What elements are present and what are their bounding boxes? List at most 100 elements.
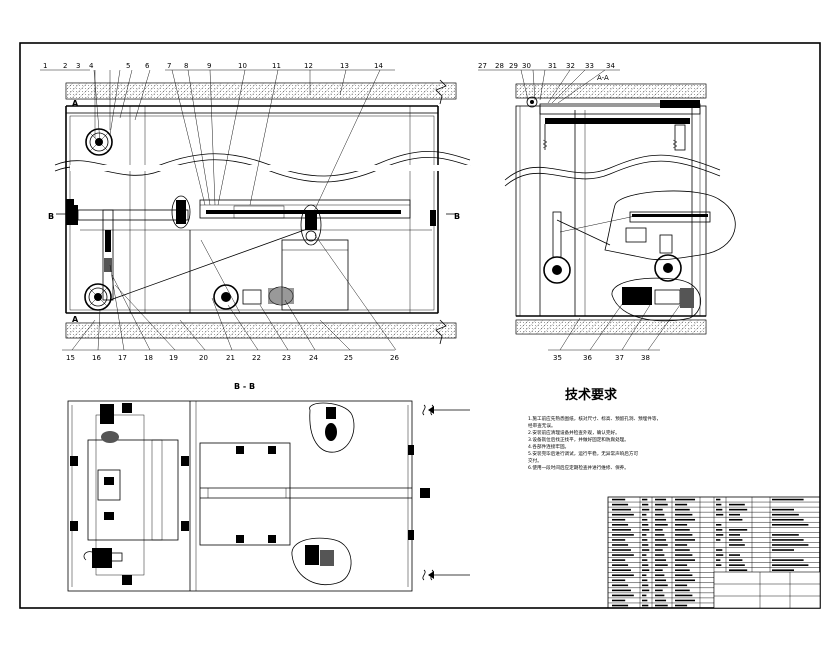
callout-15: 15 (66, 354, 75, 362)
title-block-cell-mark (675, 599, 696, 602)
title-block-cell-mark (729, 564, 745, 566)
title-block-cell-mark (772, 544, 809, 546)
title-block-cell-mark (655, 554, 665, 556)
side-b-left: B (48, 212, 54, 221)
title-block-cell-mark (729, 559, 743, 561)
callout-25: 25 (344, 354, 353, 362)
title-block-cell-mark (642, 539, 648, 541)
callout-16: 16 (92, 354, 101, 362)
title-block-cell-mark (655, 594, 665, 597)
title-block-cell-mark (612, 594, 634, 597)
title-block-cell-mark (655, 508, 663, 511)
title-block-cell-mark (655, 569, 663, 572)
callout-33: 33 (585, 62, 594, 70)
title-block-cell-mark (655, 549, 663, 551)
sheet-border (19, 42, 821, 609)
plan-view: B - B (67, 382, 470, 592)
title-block-cell-mark (655, 544, 668, 546)
title-block-cell-mark (642, 574, 647, 577)
title-block-cell-mark (612, 539, 626, 541)
title-block-cell-mark (675, 549, 690, 551)
callout-19: 19 (169, 354, 178, 362)
title-block-cell-mark (655, 589, 663, 592)
section-a-bottom: A (72, 315, 79, 324)
side-b-right: B (454, 212, 460, 221)
title-block-cell-mark (675, 594, 693, 597)
title-block-cell-mark (612, 529, 631, 531)
callout-32: 32 (566, 62, 575, 70)
title-block-cell-mark (612, 518, 626, 521)
title-block-cell-mark (675, 529, 690, 531)
title-block-cell-mark (655, 584, 668, 587)
title-block-cell-mark (642, 604, 649, 607)
title-block-cell-mark (716, 549, 723, 551)
title-block-cell-mark (772, 564, 809, 566)
title-block-cell-mark (612, 574, 634, 577)
title-block-cell-mark (642, 559, 648, 561)
title-block-cell-mark (729, 544, 745, 546)
title-block-cell-mark (612, 564, 629, 566)
title-block-cell-mark (655, 503, 668, 506)
title-block-cell-mark (642, 544, 649, 546)
title-block-cell-mark (675, 574, 693, 577)
callout-37: 37 (615, 354, 624, 362)
callout-24: 24 (309, 354, 318, 362)
title-block-cell-mark (675, 579, 696, 582)
title-block-cell-mark (772, 513, 799, 516)
callout-6: 6 (145, 62, 150, 70)
technical-requirements: 技术要求 1.施工前应先熟悉图纸，核对尺寸、标高、预留孔洞、预埋件等， 经审查无… (528, 387, 661, 471)
front-view: A A B B 1 2 3 4 5 (40, 62, 471, 362)
callout-13: 13 (340, 62, 349, 70)
title-block-cell-mark (716, 498, 721, 501)
title-block-cell-mark (729, 554, 740, 556)
title-block-cell-mark (675, 584, 688, 587)
title-block-cell-mark (772, 534, 799, 536)
plan-view-title: B - B (234, 382, 255, 391)
requirement-line-7: 交付。 (528, 457, 542, 464)
title-block-cell-mark (612, 569, 631, 572)
title-block-cell-mark (675, 544, 688, 546)
title-block-cell-mark (612, 534, 634, 536)
title-block-cell-mark (729, 529, 748, 531)
title-block-cell-mark (716, 523, 722, 526)
requirement-line-3: 2.安装前应清理设备并检查外观，确认完好。 (528, 429, 620, 436)
title-block-cell-mark (716, 513, 724, 516)
title-block (607, 496, 821, 609)
title-block-cell-mark (642, 594, 647, 597)
title-block-cell-mark (655, 523, 668, 526)
title-block-cell-mark (642, 503, 649, 506)
title-block-cell-mark (642, 498, 648, 501)
title-block-cell-mark (642, 564, 649, 566)
title-block-cell-mark (655, 564, 668, 566)
title-block-cell-mark (772, 498, 804, 501)
section-a-top: A (72, 99, 79, 108)
title-block-cell-mark (729, 508, 748, 511)
title-block-cell-mark (655, 574, 665, 577)
callout-21: 21 (226, 354, 235, 362)
title-block-cell-mark (772, 549, 794, 551)
requirement-line-1: 1.施工前应先熟悉图纸，核对尺寸、标高、预留孔洞、预埋件等， (528, 415, 661, 422)
callout-7: 7 (167, 62, 171, 70)
title-block-cell-mark (655, 518, 667, 521)
requirements-title: 技术要求 (565, 387, 618, 403)
title-block-cell-mark (675, 503, 688, 506)
title-block-cell-mark (612, 503, 629, 506)
title-block-cell-mark (655, 599, 667, 602)
title-block-cell-mark (675, 554, 693, 556)
title-block-cell-mark (612, 523, 629, 526)
title-block-cell-mark (772, 518, 804, 521)
title-block-cell-mark (716, 534, 724, 536)
title-block-cell-mark (642, 529, 650, 531)
title-block-cell-mark (642, 518, 648, 521)
title-block-cell-mark (642, 534, 647, 536)
title-block-cell-mark (716, 554, 724, 556)
callout-26: 26 (390, 354, 399, 362)
callout-1: 1 (43, 62, 47, 70)
title-block-cell-mark (675, 589, 690, 592)
title-block-cell-mark (642, 579, 648, 582)
title-block-cell-mark (655, 529, 663, 531)
requirement-line-4: 3.设备就位后找正找平，并做好固定和防腐处理。 (528, 436, 629, 443)
callout-34: 34 (606, 62, 615, 70)
title-block-cell-mark (675, 513, 693, 516)
